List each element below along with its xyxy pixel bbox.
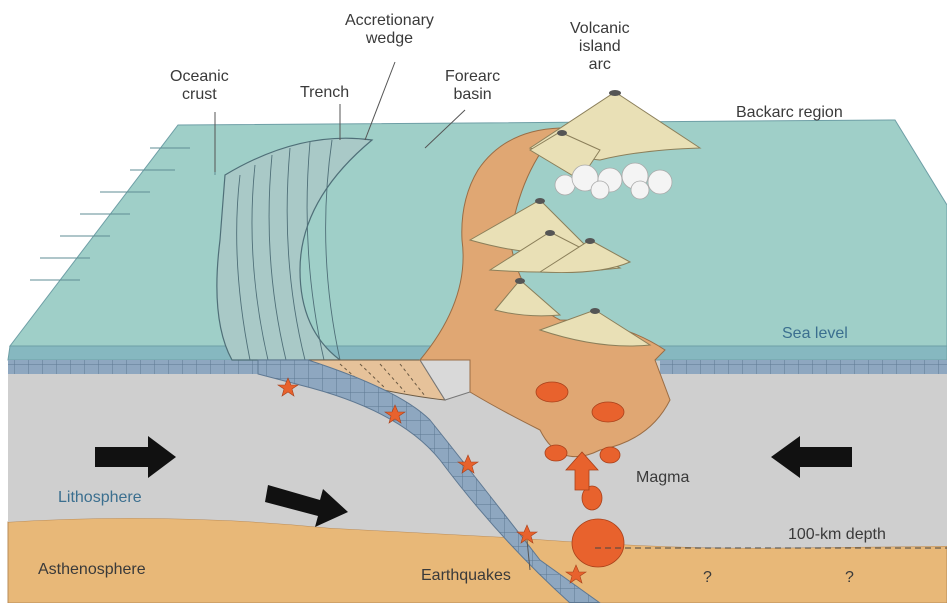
magma-blob-3 — [545, 445, 567, 461]
lithosphere-label: Lithosphere — [58, 489, 142, 507]
forearc-basin-label: Forearc basin — [445, 68, 500, 104]
backarc-crust-strip — [660, 360, 947, 374]
accretionary-wedge-label: Accretionary wedge — [345, 12, 434, 48]
unknown-mark-1: ? — [703, 569, 712, 587]
oceanic-crust-label: Oceanic crust — [170, 68, 229, 104]
magma-blob-2 — [592, 402, 624, 422]
forearc-basin-label-line2: basin — [445, 86, 500, 104]
volcanic-island-arc-label-line2: island — [570, 38, 630, 56]
accretionary-wedge-label-line2: wedge — [345, 30, 434, 48]
volcanic-island-arc-label-line3: arc — [570, 56, 630, 74]
sea-level-label: Sea level — [782, 325, 848, 343]
trench-label: Trench — [300, 84, 349, 102]
oceanic-crust-label-line1: Oceanic — [170, 68, 229, 86]
magma-blob-6 — [572, 519, 624, 567]
volcanic-island-arc-label-line1: Volcanic — [570, 20, 630, 38]
volcanic-island-arc-label: Volcanic island arc — [570, 20, 630, 74]
magma-blob-1 — [536, 382, 568, 402]
forearc-basin-label-line1: Forearc — [445, 68, 500, 86]
accretionary-wedge-label-line1: Accretionary — [345, 12, 434, 30]
backarc-region-label: Backarc region — [736, 104, 843, 122]
depth-label: 100-km depth — [788, 526, 886, 544]
magma-label: Magma — [636, 469, 689, 487]
asthenosphere-label: Asthenosphere — [38, 561, 146, 579]
oceanic-crust-label-line2: crust — [170, 86, 229, 104]
magma-blob-4 — [600, 447, 620, 463]
earthquakes-label: Earthquakes — [421, 567, 511, 585]
unknown-mark-2: ? — [845, 569, 854, 587]
